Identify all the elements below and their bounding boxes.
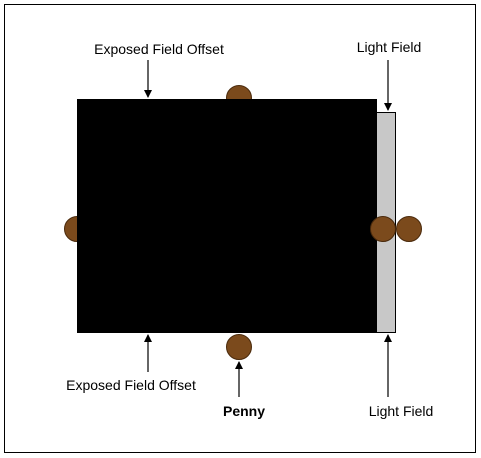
penny-right-outer xyxy=(396,216,422,242)
penny-right-inner xyxy=(370,216,396,242)
exposed-field xyxy=(77,99,377,333)
penny-bottom xyxy=(226,334,252,360)
label-light-field-bottom: Light Field xyxy=(369,403,434,419)
label-penny: Penny xyxy=(223,403,265,419)
label-light-field-top: Light Field xyxy=(357,39,422,55)
label-exposed-field-offset-bottom: Exposed Field Offset xyxy=(66,377,196,393)
label-exposed-field-offset-top: Exposed Field Offset xyxy=(94,41,224,57)
